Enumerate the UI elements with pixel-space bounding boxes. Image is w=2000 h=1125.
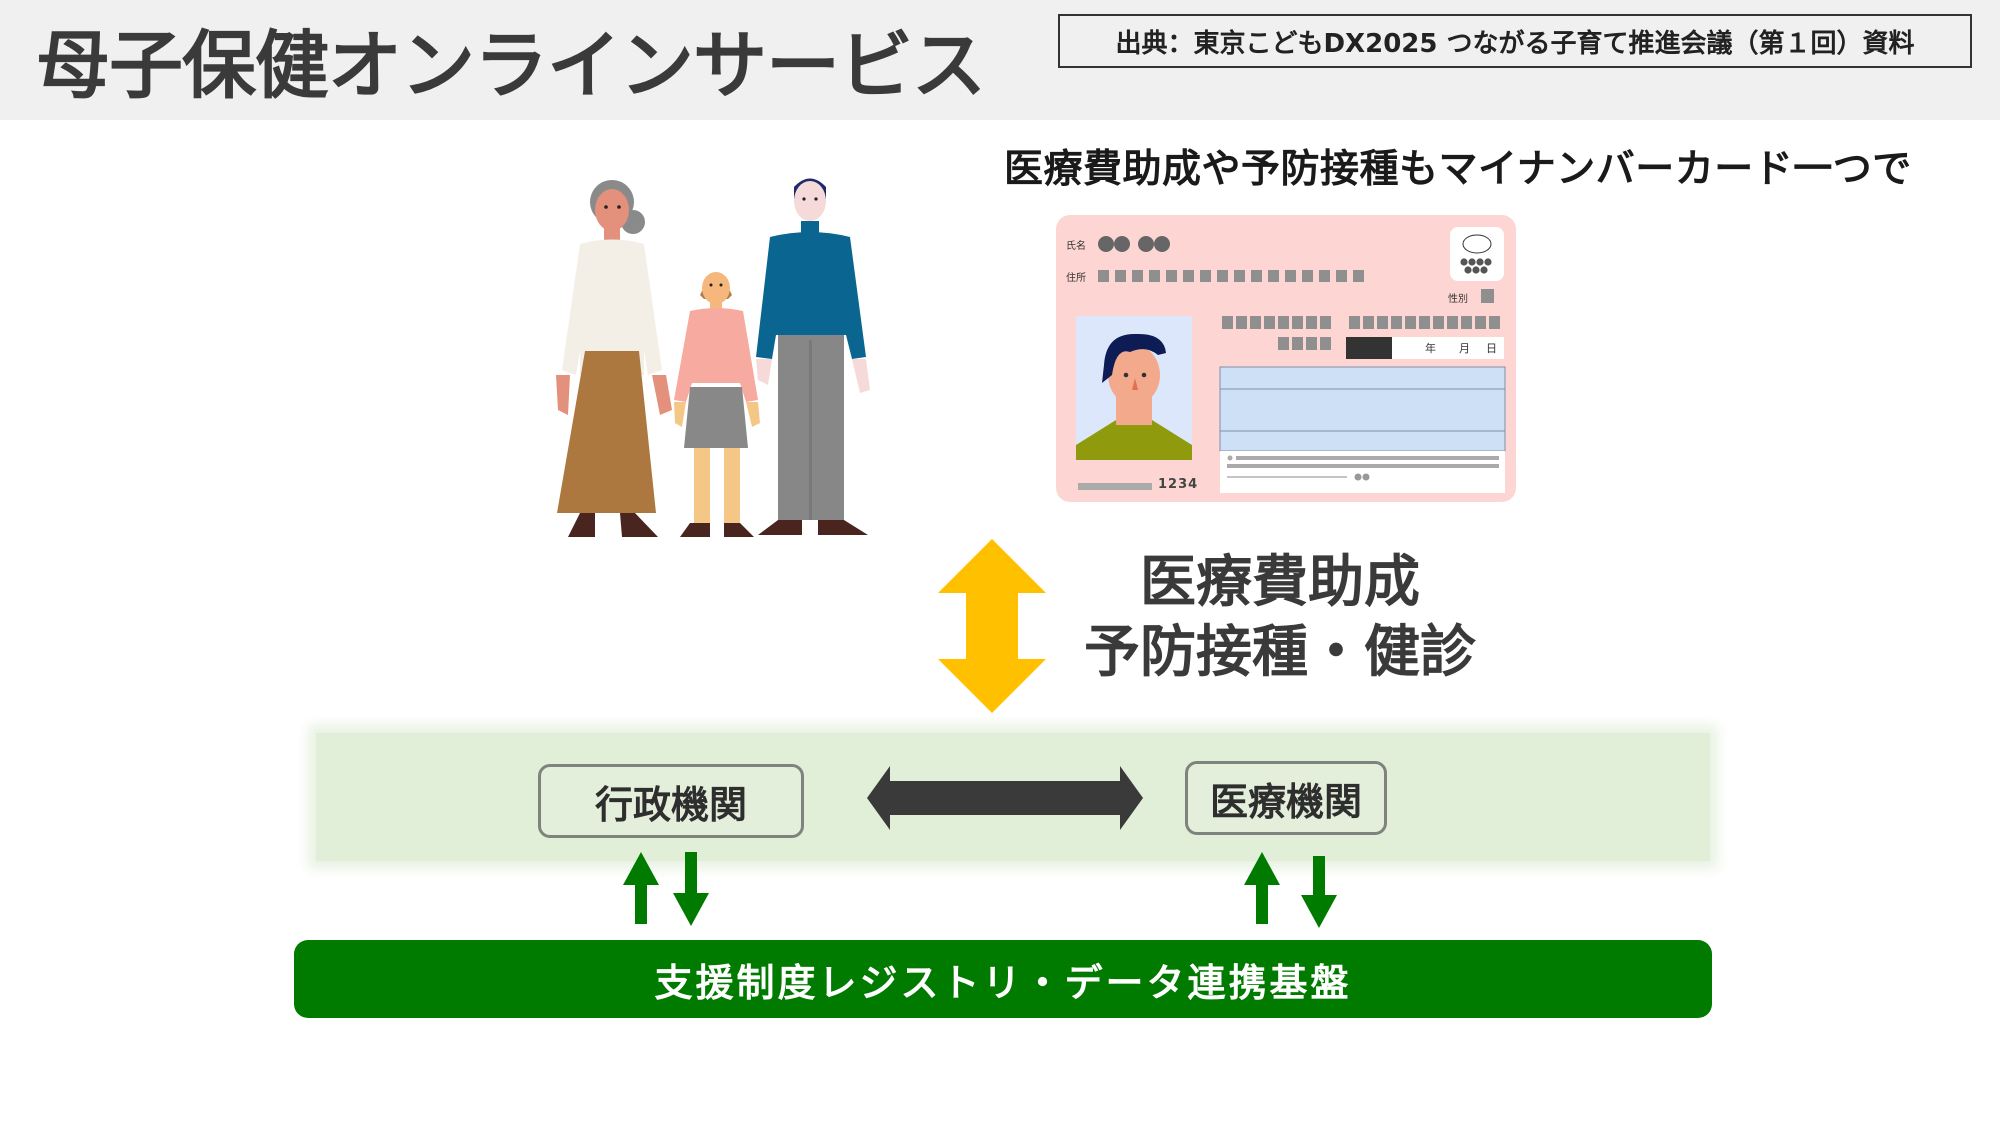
medical-institution-label: 医療機関 [1209,779,1362,824]
man-figure [756,178,870,535]
admin-agency-box: 行政機関 [538,764,804,838]
services-label: 医療費助成 予防接種・健診 [1060,548,1500,688]
card-day-label: 日 [1486,342,1497,355]
services-line-subsidy: 医療費助成 [1140,550,1420,615]
services-line-vaccination: 予防接種・健診 [1084,620,1476,685]
mynumber-card-graphic [1056,215,1516,502]
data-platform-label: 支援制度レジストリ・データ連携基盤 [654,960,1352,1005]
child-figure [674,272,760,537]
medical-sync-arrows-icon [1244,852,1337,928]
family-illustration [556,178,870,537]
card-name-label: 氏名 [1066,241,1086,252]
subtitle: 医療費助成や予防接種もマイナンバーカード一つで [1004,147,1912,192]
admin-sync-arrows-icon [623,852,709,926]
source-text: 出典：東京こどもDX2025 つながる子育て推進会議（第１回）資料 [1115,28,1915,59]
card-address-label: 住所 [1066,273,1086,284]
page-title: 母子保健オンラインサービス [36,23,986,109]
medical-institution-box: 医療機関 [1185,761,1387,835]
left-right-arrow-icon [867,766,1143,830]
admin-agency-label: 行政機関 [594,782,747,827]
up-down-arrow-icon [938,539,1046,713]
woman-figure [556,180,672,537]
card-month-label: 月 [1459,342,1470,355]
card-sex-label: 性別 [1448,294,1468,305]
card-number: 1234 [1158,477,1199,492]
data-platform-bar: 支援制度レジストリ・データ連携基盤 [294,940,1712,1018]
card-year-label: 年 [1425,342,1436,355]
source-citation: 出典：東京こどもDX2025 つながる子育て推進会議（第１回）資料 [1058,14,1972,68]
mynumber-card: 氏名 住所 性別 年 月 日 1234 [1056,215,1516,502]
